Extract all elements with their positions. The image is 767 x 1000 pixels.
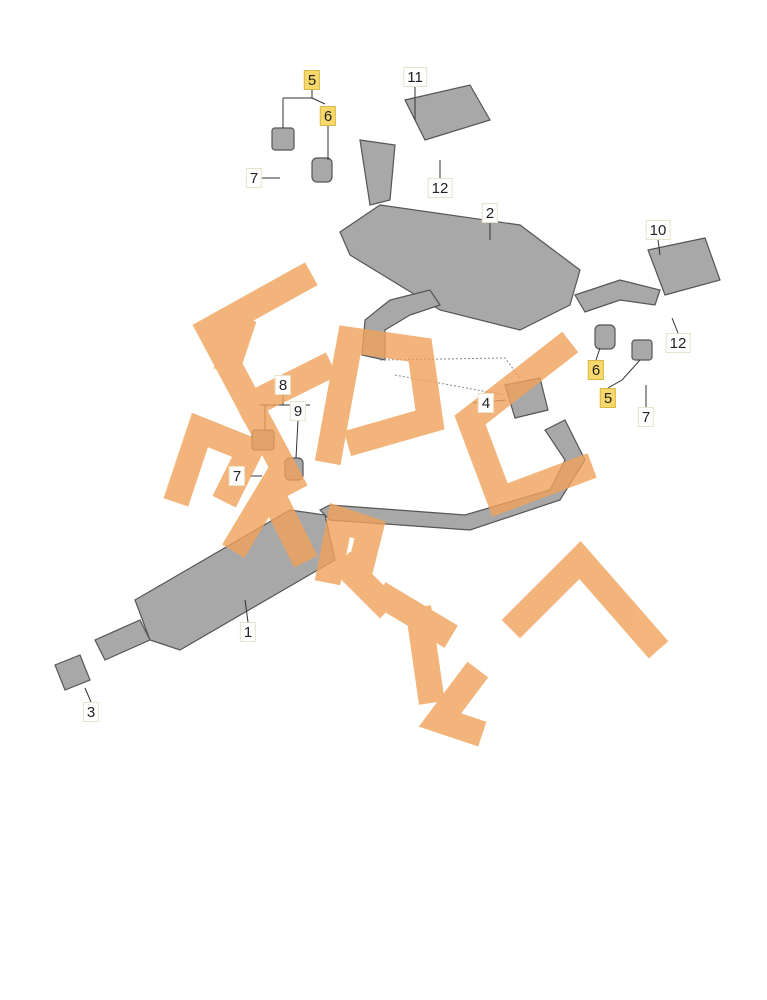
callout-12b[interactable]: 12 — [665, 333, 691, 353]
callout-10[interactable]: 10 — [645, 220, 671, 240]
callout-12[interactable]: 12 — [427, 178, 453, 198]
callout-2[interactable]: 2 — [481, 203, 499, 223]
callout-6b[interactable]: 6 — [587, 360, 605, 380]
bracket-5b — [631, 339, 653, 361]
callout-1[interactable]: 1 — [239, 622, 257, 642]
callout-6[interactable]: 6 — [319, 106, 337, 126]
rubber-mount-6b — [594, 324, 616, 350]
callout-8[interactable]: 8 — [274, 375, 292, 395]
callout-3[interactable]: 3 — [82, 702, 100, 722]
tailpipe-10 — [647, 237, 721, 296]
rubber-mount-6 — [311, 157, 333, 183]
callout-7c[interactable]: 7 — [228, 466, 246, 486]
y-pipe-right — [574, 279, 661, 313]
bracket-5 — [271, 127, 295, 151]
callout-9[interactable]: 9 — [289, 401, 307, 421]
callout-7[interactable]: 7 — [245, 168, 263, 188]
front-pipe — [94, 619, 151, 661]
callout-11[interactable]: 11 — [403, 67, 427, 87]
y-pipe-left — [359, 139, 396, 206]
callout-4[interactable]: 4 — [477, 393, 495, 413]
clamp-3 — [54, 654, 91, 691]
callout-5b[interactable]: 5 — [599, 388, 617, 408]
watermark-logo — [163, 262, 669, 747]
callout-7b[interactable]: 7 — [637, 407, 655, 427]
callout-5[interactable]: 5 — [303, 70, 321, 90]
tailpipe-11 — [404, 84, 491, 141]
rear-silencer — [339, 204, 581, 331]
